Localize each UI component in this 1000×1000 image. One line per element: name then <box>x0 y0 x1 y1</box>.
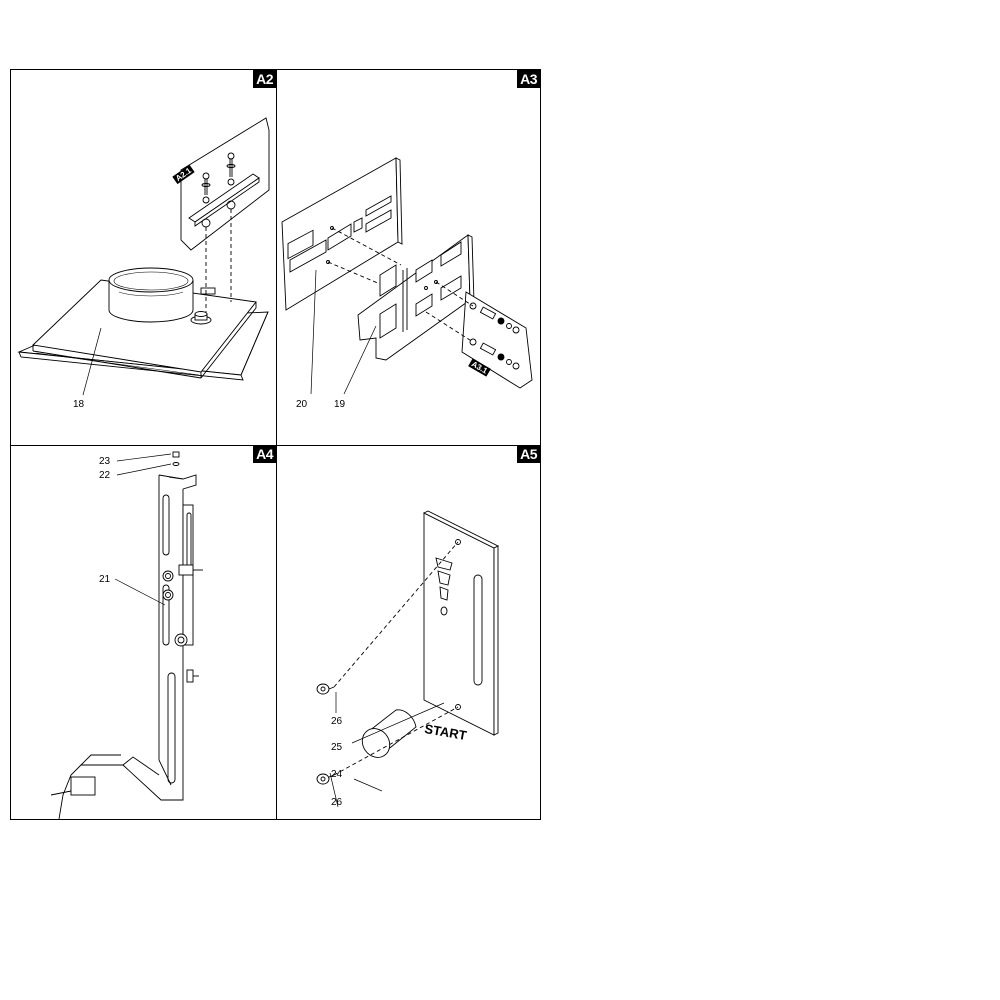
a4-drawing <box>50 451 203 819</box>
instruction-sheet: A2.1 18 A2 <box>10 69 541 820</box>
a5-callout-24: 24 <box>331 769 343 780</box>
a5-dashed-guides <box>333 541 459 776</box>
a5-callout-26-bottom: 26 <box>331 797 343 808</box>
a2-base-tray <box>17 279 269 381</box>
a5-panel-tag: A5 <box>517 445 540 463</box>
a3-drawing <box>281 157 533 395</box>
a4-callout-21: 21 <box>99 574 111 585</box>
a4-panel-tag: A4 <box>253 445 276 463</box>
a4-callout-23: 23 <box>99 456 111 467</box>
a3-detail-plate <box>461 291 533 389</box>
a2-leader-18 <box>82 327 102 396</box>
panel-a5: START 26 25 24 26 A5 <box>276 445 540 819</box>
a3-callout-19: 19 <box>334 399 346 410</box>
a3-dashed-guides <box>327 227 474 343</box>
a2-callout-18: 18 <box>73 399 85 410</box>
a5-screw-lower <box>316 773 335 785</box>
a3-panel-tag: A3 <box>517 70 540 88</box>
a4-callout-22: 22 <box>99 470 111 481</box>
a3-leader-20 <box>310 269 317 395</box>
panel-a3: A3.1 20 19 A3 <box>276 70 540 446</box>
a5-leader-24 <box>353 778 383 792</box>
a5-drawing <box>316 510 500 808</box>
a3-bracket <box>357 234 475 361</box>
a2-bolt <box>190 311 212 325</box>
a2-panel-tag: A2 <box>253 70 276 88</box>
a5-screws <box>316 683 335 695</box>
a2-drawing <box>17 117 270 396</box>
a3-leader-19 <box>343 325 377 395</box>
a4-leader-22 <box>116 463 172 476</box>
a5-callout-25: 25 <box>331 742 343 753</box>
panel-a2: A2.1 18 A2 <box>11 70 277 446</box>
a5-leader-26b <box>329 772 339 808</box>
a4-leader-23 <box>116 453 172 462</box>
a5-knob <box>361 709 417 758</box>
a5-callout-26-top: 26 <box>331 716 343 727</box>
a4-leader-21 <box>114 578 166 606</box>
a4-hardware <box>172 451 180 466</box>
a5-leader-25 <box>351 702 445 744</box>
a4-slider <box>162 504 203 683</box>
a5-faceplate <box>422 510 500 736</box>
a2-cylinder <box>108 267 216 323</box>
a2-detail-plate <box>180 117 270 251</box>
panel-a4: 23 22 21 A4 <box>11 445 277 819</box>
a3-back-plate <box>281 157 403 311</box>
a2-dashed-guides <box>205 209 232 320</box>
a4-arm <box>50 474 197 819</box>
a3-callout-20: 20 <box>296 399 308 410</box>
